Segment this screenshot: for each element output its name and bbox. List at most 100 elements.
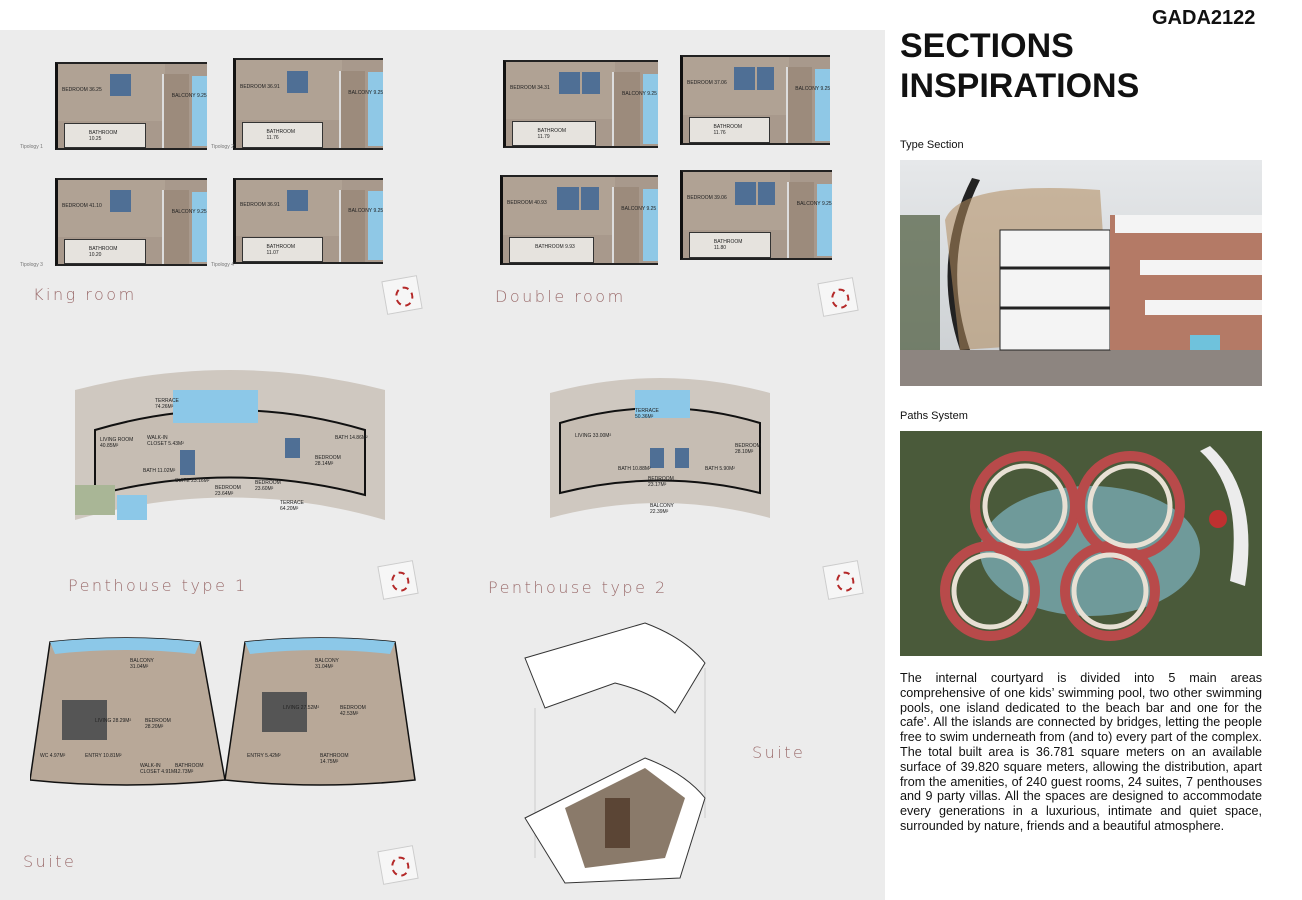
balcony-label: BALCONY 9.25 xyxy=(348,207,384,214)
room-label: BATH 5.90m² xyxy=(705,466,735,472)
bathroom-room: BATHROOM 11.80 xyxy=(688,232,771,258)
bathroom-room: BATHROOM 11.07 xyxy=(241,237,323,262)
bathroom-room: BATHROOM 10.25 xyxy=(63,122,146,148)
room-label: BEDROOM 42.53m² xyxy=(340,705,366,717)
room-label: LIVING 33.00m² xyxy=(575,433,612,439)
pool-edge xyxy=(368,191,383,261)
bedroom-label: BEDROOM 40.93 xyxy=(507,200,547,207)
bathroom-room: BATHROOM 11.79 xyxy=(512,120,596,146)
bathroom-room: BATHROOM 11.76 xyxy=(688,117,770,143)
bathroom-label: BATHROOM 11.76 xyxy=(713,124,743,137)
bathroom-room: BATHROOM 9.93 xyxy=(509,237,595,263)
penthouse-type-2-label: Penthouse type 2 xyxy=(488,578,668,597)
double-room-key-map xyxy=(817,277,859,317)
room-label: WALK-IN CLOSET 4.91m² xyxy=(140,763,177,775)
paths-system-label: Paths System xyxy=(900,410,968,422)
bed-icon xyxy=(110,74,131,96)
room-label: LIVING ROOM 40.85m² xyxy=(100,437,134,449)
room-label: BEDROOM 28.10m² xyxy=(735,443,761,455)
penthouse-type-1-label: Penthouse type 1 xyxy=(68,576,248,595)
balcony-label: BALCONY 9.25 xyxy=(171,208,207,215)
room-label: BATH 11.02m² xyxy=(143,468,176,474)
king-room-key-map xyxy=(381,275,423,315)
bedroom-label: BEDROOM 39.06 xyxy=(687,195,727,202)
balcony-room: BALCONY 9.25 xyxy=(338,70,383,148)
bed-icon xyxy=(582,72,601,94)
room-label: BALCONY 31.04m² xyxy=(315,658,339,670)
bathroom-label: BATHROOM 11.76 xyxy=(266,128,296,141)
title-line-2: INSPIRATIONS xyxy=(900,67,1140,105)
balcony-room: BALCONY 9.25 xyxy=(787,182,832,258)
room-label: BEDROOM 28.20m² xyxy=(145,718,171,730)
room-label: BEDROOM 23.60m² xyxy=(255,480,281,492)
suite-axonometric-label: Suite xyxy=(752,743,806,762)
description-paragraph: The internal courtyard is divided into 5… xyxy=(900,671,1262,833)
bedroom-label: BEDROOM 37.06 xyxy=(687,80,727,87)
bed-icon xyxy=(735,182,756,205)
bed-icon xyxy=(756,67,775,90)
room-label: TERRACE 74.26m² xyxy=(155,398,179,410)
title-line-1: SECTIONS xyxy=(900,27,1074,65)
type-section-image xyxy=(900,160,1262,386)
room-label: BEDROOM 23.64m² xyxy=(215,485,241,497)
bedroom-label: BEDROOM 36.91 xyxy=(240,83,280,90)
paths-system-map xyxy=(900,431,1262,656)
penthouse-type-1-plan xyxy=(75,370,385,520)
room-label: BALCONY 31.04m² xyxy=(130,658,154,670)
room-label: BATHROOM 12.73m² xyxy=(175,763,204,775)
bedroom-label: BEDROOM 36.91 xyxy=(240,202,280,209)
suite-label: Suite xyxy=(23,852,77,871)
balcony-label: BALCONY 9.25 xyxy=(348,89,384,96)
bed-icon xyxy=(580,187,600,210)
bed-icon xyxy=(287,189,309,212)
bedroom-label: BEDROOM 34.31 xyxy=(510,84,550,91)
king-room-label: King room xyxy=(33,285,137,304)
room-label: BATH 10.88m² xyxy=(618,466,651,472)
balcony-room: BALCONY 9.25 xyxy=(611,187,656,263)
room-label: TERRACE 50.36m² xyxy=(635,408,659,420)
bed-icon xyxy=(559,72,581,94)
balcony-room: BALCONY 9.25 xyxy=(338,189,383,262)
room-label: LIVING 27.52m² xyxy=(283,705,320,711)
typology-label: Tipology 2 xyxy=(211,144,234,150)
room-label: LIVING 28.29m² xyxy=(95,718,132,724)
pool-edge xyxy=(192,191,207,263)
room-label: SUITE 23.16m² xyxy=(175,478,210,484)
bed-icon xyxy=(287,70,309,94)
suite-axonometric xyxy=(524,622,706,884)
bathroom-label: BATHROOM 10.25 xyxy=(88,129,118,142)
room-label: BATHROOM 14.75m² xyxy=(320,753,349,765)
penthouse-1-key-map xyxy=(377,560,419,600)
typology-label: Tipology 1 xyxy=(20,144,43,150)
type-section-label: Type Section xyxy=(900,139,964,151)
bed-icon xyxy=(757,182,776,205)
pool-edge xyxy=(192,75,207,147)
room-label: BEDROOM 28.14m² xyxy=(315,455,341,467)
balcony-label: BALCONY 9.25 xyxy=(621,206,657,213)
pool-edge xyxy=(642,189,658,262)
pool-edge xyxy=(817,184,832,257)
page-title: SECTIONS INSPIRATIONS xyxy=(900,26,1139,106)
bathroom-label: BATHROOM 11.79 xyxy=(537,127,567,140)
pool-edge xyxy=(368,72,383,147)
bathroom-label: BATHROOM 10.20 xyxy=(88,245,118,258)
balcony-label: BALCONY 9.25 xyxy=(171,92,207,99)
bathroom-room: BATHROOM 10.20 xyxy=(63,238,146,264)
bed-icon xyxy=(557,187,579,210)
room-label: WC 4.97m² xyxy=(40,753,66,759)
bathroom-room: BATHROOM 11.76 xyxy=(241,121,323,148)
room-label: ENTRY 5.42m² xyxy=(247,753,281,759)
suite-plans xyxy=(30,637,416,786)
balcony-label: BALCONY 9.25 xyxy=(795,86,831,93)
room-label: BEDROOM 23.17m² xyxy=(648,476,674,488)
balcony-label: BALCONY 9.25 xyxy=(796,201,832,208)
bathroom-label: BATHROOM 11.80 xyxy=(713,239,743,252)
typology-label: Tipology 3 xyxy=(20,262,43,268)
